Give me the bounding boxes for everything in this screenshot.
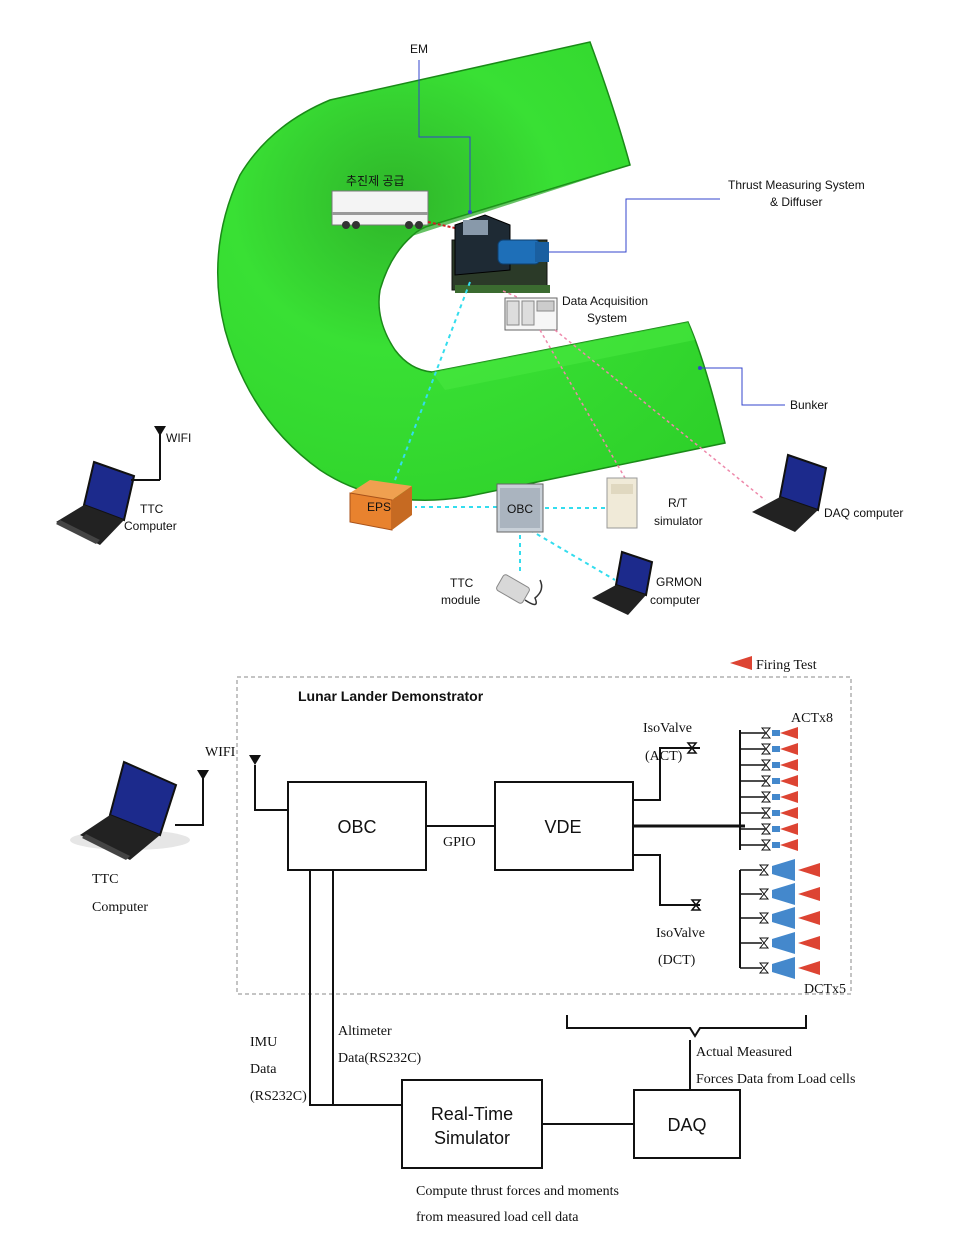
demonstrator-boundary <box>236 676 852 995</box>
eps-box: EPS <box>349 480 412 531</box>
obc-box-top: OBC <box>496 483 544 533</box>
vde-block-label: VDE <box>544 817 581 837</box>
ttc-laptop-top <box>56 460 136 545</box>
thrust-label-line2: & Diffuser <box>770 195 822 209</box>
rts-label-line1: Real-Time <box>431 1104 513 1124</box>
grmon-label-line2: computer <box>650 593 700 607</box>
compute-caption-line1: Compute thrust forces and moments <box>416 1184 619 1199</box>
cyan-links <box>394 281 616 581</box>
ttc-computer-top-line2: Computer <box>124 519 177 533</box>
grmon-laptop <box>592 550 654 615</box>
ttc-computer-bottom-line2: Computer <box>92 900 148 915</box>
propellant-supply-cart: 추진제 공급 <box>331 174 429 229</box>
vde-block <box>494 781 634 871</box>
propellant-label: 추진제 공급 <box>346 174 405 188</box>
firing-test-label: Firing Test <box>756 658 817 673</box>
actual-measured-line1: Actual Measured <box>696 1045 792 1060</box>
compute-caption-line2: from measured load cell data <box>416 1210 579 1225</box>
ttc-laptop-bottom <box>70 760 190 860</box>
obc-block-label: OBC <box>337 817 376 837</box>
isovalve-dct-line1: IsoValve <box>656 926 705 941</box>
eps-label: EPS <box>367 500 391 514</box>
gpio-label: GPIO <box>443 835 476 850</box>
ttc-computer-top-line1: TTC <box>140 502 164 516</box>
ttc-module-label-line1: TTC <box>450 576 474 590</box>
isovalve-dct-icon <box>690 899 702 911</box>
rt-simulator-cabinet <box>606 477 638 529</box>
daq-block <box>633 1089 741 1159</box>
obc-label-top: OBC <box>507 502 533 516</box>
imu-label-line1: IMU <box>250 1035 277 1050</box>
isovalve-act-line1: IsoValve <box>643 721 692 736</box>
wifi-label-top: WIFI <box>166 431 191 445</box>
load-cell-brace <box>566 1015 807 1038</box>
actx8-label: ACTx8 <box>791 711 833 726</box>
rt-sim-label-line1: R/T <box>668 496 688 510</box>
ttc-module-device <box>496 574 543 606</box>
daq-computer-label: DAQ computer <box>824 506 903 520</box>
dct-thrusters <box>740 859 820 979</box>
isovalve-act-icon <box>686 742 698 754</box>
altimeter-label-line1: Altimeter <box>338 1024 392 1039</box>
demonstrator-title: Lunar Lander Demonstrator <box>298 688 484 704</box>
imu-label-line3: (RS232C) <box>250 1089 307 1104</box>
rt-sim-label-line2: simulator <box>654 514 703 528</box>
lander-em <box>451 214 550 293</box>
ttc-computer-bottom-line1: TTC <box>92 872 118 887</box>
wifi-antenna-icon-laptop <box>197 770 209 780</box>
actual-measured-line2: Forces Data from Load cells <box>696 1072 855 1087</box>
bunker-leader-line <box>700 367 785 406</box>
bunker-label: Bunker <box>790 398 828 412</box>
obc-block <box>287 781 427 871</box>
wifi-antenna-icon <box>154 426 166 436</box>
bunker-illustration <box>217 41 726 501</box>
real-time-simulator-block <box>401 1079 543 1169</box>
daq-system-label-line1: Data Acquisition <box>562 294 648 308</box>
wifi-label-bottom: WIFI <box>205 745 236 760</box>
data-acquisition-rack <box>504 297 558 331</box>
em-leader-line <box>418 60 471 210</box>
wifi-antenna-icon-obc <box>249 755 261 765</box>
em-label: EM <box>410 42 428 56</box>
daq-system-label-line2: System <box>587 311 627 325</box>
grmon-label-line1: GRMON <box>656 575 702 589</box>
dctx5-label: DCTx5 <box>804 982 846 997</box>
imu-label-line2: Data <box>250 1062 277 1077</box>
thrust-leader-line <box>549 198 720 253</box>
act-thrusters <box>740 727 798 851</box>
ttc-module-label-line2: module <box>441 593 481 607</box>
pink-links <box>539 329 766 501</box>
rts-label-line2: Simulator <box>434 1128 510 1148</box>
isovalve-act-line2: (ACT) <box>645 749 683 764</box>
altimeter-label-line2: Data(RS232C) <box>338 1051 422 1066</box>
firing-test-marker-icon <box>730 656 752 670</box>
isovalve-dct-line2: (DCT) <box>658 953 696 968</box>
daq-laptop <box>752 453 828 532</box>
daq-block-label: DAQ <box>667 1115 706 1135</box>
thrust-label-line1: Thrust Measuring System <box>728 178 865 192</box>
